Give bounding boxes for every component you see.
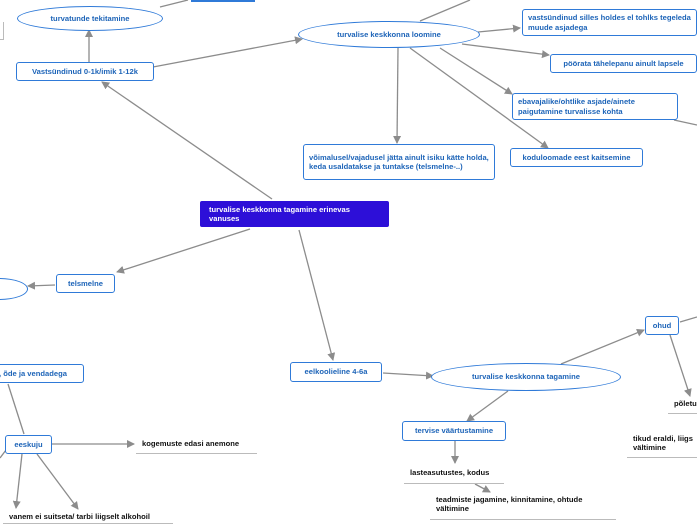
node-second[interactable]: telsmelne bbox=[56, 274, 115, 293]
node-newborn[interactable]: Vastsündinud 0-1k/imik 1-12k bbox=[16, 62, 154, 81]
edge-siblings-rolemodel bbox=[7, 383, 25, 435]
text-burn: põletu bbox=[668, 397, 697, 414]
text-older-no-smoke: vanem ei suitseta/ tarbi liigselt alkoho… bbox=[3, 510, 173, 524]
edge-preschool-ensure bbox=[382, 371, 434, 380]
edge-dangers-burn bbox=[669, 334, 692, 397]
node-focus-child[interactable]: pöörata tähelepanu ainult lapsele bbox=[550, 54, 697, 73]
offscreen-node-stub bbox=[191, 0, 255, 2]
edge-central-newborn bbox=[101, 81, 273, 200]
edge-ensure-dangers bbox=[560, 328, 645, 365]
edge-central-preschool bbox=[298, 229, 336, 361]
edge-unsafe-offscreen bbox=[673, 119, 697, 126]
offscreen-left-stub bbox=[0, 22, 4, 40]
node-health[interactable]: tervise väärtustamine bbox=[402, 421, 506, 441]
edge-security-offscreen bbox=[159, 0, 189, 8]
edge-safeenv-focus bbox=[461, 43, 550, 59]
edge-safeenv-trusted bbox=[393, 47, 402, 144]
node-siblings[interactable]: , õde ja vendadega bbox=[0, 364, 84, 383]
edge-safeenv-unsafe bbox=[439, 47, 513, 95]
edge-second-left bbox=[27, 281, 56, 290]
node-preschool[interactable]: eelkoolieline 4-6a bbox=[290, 362, 382, 382]
edge-safeenv-keepinview bbox=[477, 24, 521, 33]
edge-central-second bbox=[116, 228, 251, 274]
text-knowledge: teadmiste jagamine, kinnitamine, ohtude … bbox=[430, 493, 616, 520]
node-household-animals[interactable]: koduloomade eest kaitsemine bbox=[510, 148, 643, 167]
edge-newborn-safeenv bbox=[152, 36, 303, 68]
edge-ensure-health bbox=[466, 390, 509, 422]
edge-rolemodel-older bbox=[36, 453, 79, 510]
node-safe-env-ensure[interactable]: turvalise keskkonna tagamine bbox=[431, 363, 621, 391]
text-experience: kogemuste edasi anemone bbox=[136, 437, 257, 454]
node-unsafe-items[interactable]: ebavajalike/ohtlike asjade/ainete paigut… bbox=[512, 93, 678, 120]
node-security-feeling[interactable]: turvatunde tekitamine bbox=[17, 6, 163, 31]
text-sharp-items: tikud eraldi, liigs vältimine bbox=[627, 432, 697, 458]
node-safe-env-creation[interactable]: turvalise keskkonna loomine bbox=[298, 21, 480, 48]
edge-dangers-offscreen bbox=[679, 316, 697, 323]
node-dangers[interactable]: ohud bbox=[645, 316, 679, 335]
edge-safeenv-top bbox=[419, 0, 471, 22]
central-topic[interactable]: turvalise keskkonna tagamine erinevas va… bbox=[200, 201, 389, 227]
edge-rolemodel-older2 bbox=[12, 453, 23, 509]
node-role-model[interactable]: eeskuju bbox=[5, 435, 52, 454]
edge-safeenv-animals bbox=[409, 47, 549, 149]
node-keep-in-view[interactable]: vastsündinud silles holdes el tohlks teg… bbox=[522, 9, 697, 36]
edge-kindergarten-knowledge bbox=[474, 483, 491, 493]
text-kindergarten: lasteasutustes, kodus bbox=[404, 466, 504, 484]
node-trusted-person[interactable]: võimalusel/vajadusel jätta ainult isiku … bbox=[303, 144, 495, 180]
